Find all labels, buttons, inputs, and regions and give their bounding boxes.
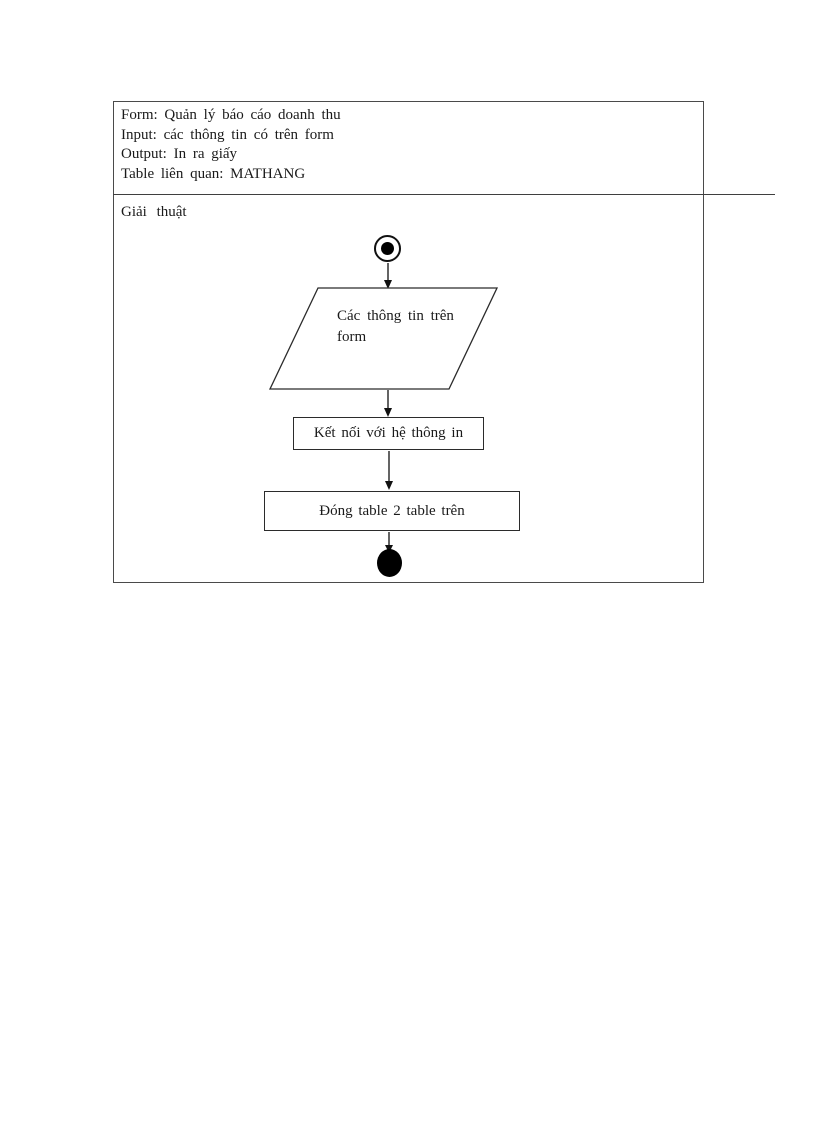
- initial-node: [374, 235, 401, 262]
- row-divider-line: [113, 194, 775, 195]
- process-box-close-tables: Đóng table 2 table trên: [264, 491, 520, 531]
- initial-node-dot: [381, 242, 394, 255]
- input-parallelogram-label: Các thông tin trên form: [337, 308, 454, 345]
- spec-line-form: Form: Quản lý báo cáo doanh thu: [121, 107, 341, 123]
- spec-line-table: Table liên quan: MATHANG: [121, 165, 306, 182]
- process-box-connect-print: Kết nối với hệ thông in: [293, 417, 484, 450]
- flow-arrow-3-head: [385, 481, 393, 490]
- spec-header-block: Form: Quản lý báo cáo doanh thu Input: c…: [121, 106, 681, 184]
- final-node: [377, 549, 402, 577]
- input-parallelogram-shape: [268, 287, 499, 390]
- process-box-close-tables-label: Đóng table 2 table trên: [319, 502, 465, 519]
- process-box-connect-print-label: Kết nối với hệ thông in: [313, 425, 464, 441]
- flow-arrow-1-head: [384, 280, 392, 289]
- spec-line-output: Output: In ra giấy: [121, 146, 238, 162]
- spec-line-input: Input: các thông tin có trên form: [121, 126, 334, 143]
- flow-arrow-2-head: [384, 408, 392, 417]
- algorithm-section-label: Giải thuật: [121, 204, 187, 220]
